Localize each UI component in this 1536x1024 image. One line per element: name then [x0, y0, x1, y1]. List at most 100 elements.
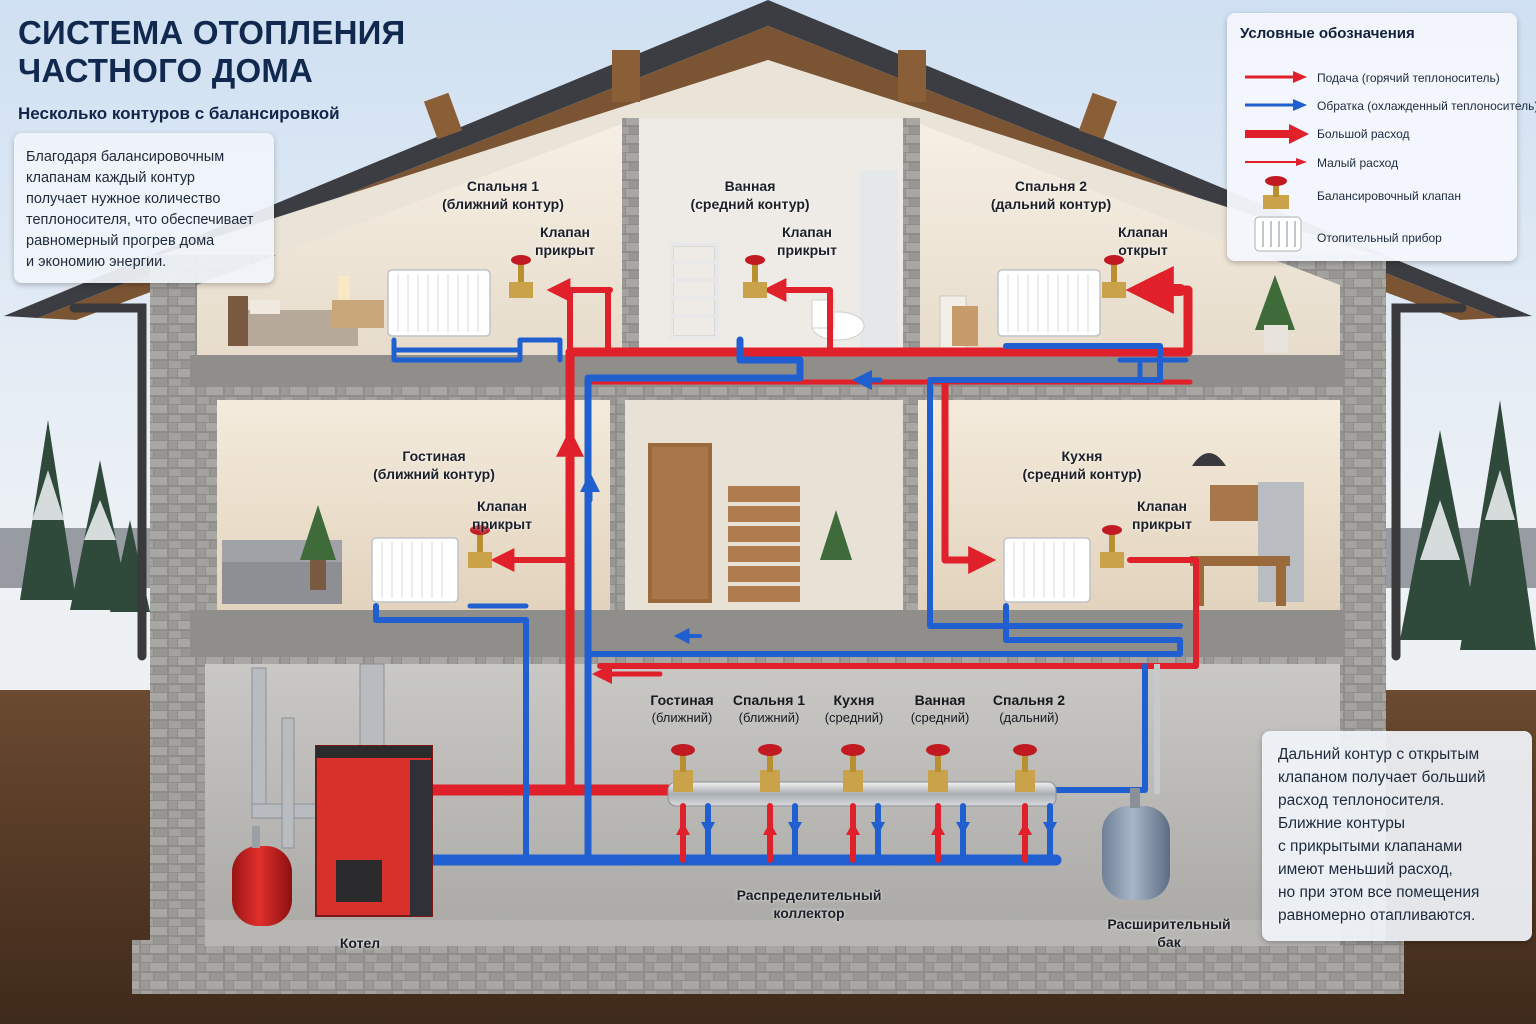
room-circuit: (ближний контур) [442, 196, 564, 212]
legend: Условные обозначения Подача (горячий теп… [1227, 13, 1536, 261]
title-block: СИСТЕМА ОТОПЛЕНИЯ ЧАСТНОГО ДОМА Нескольк… [18, 14, 405, 124]
red-expansion-tank [232, 846, 292, 926]
valve-state-line1: Клапан [1137, 498, 1187, 514]
label-bathroom: Ванная (средний контур) [690, 177, 809, 213]
note-line: и экономию энергии. [26, 254, 167, 270]
room-name: Спальня 2 [1014, 178, 1088, 194]
return-arrow-icon [1245, 99, 1307, 111]
note-line: Благодаря балансировочным [26, 149, 225, 165]
note-line: клапанам каждый контур [26, 170, 195, 186]
valve-state-line2: прикрыт [1132, 516, 1192, 532]
expansion-tank [1102, 806, 1170, 900]
note-line: равномерно отапливаются. [1278, 907, 1476, 924]
note-line: клапаном получает больший [1278, 769, 1486, 786]
note-line: Ближние контуры [1278, 815, 1405, 832]
valve-state-line1: Клапан [782, 224, 832, 240]
manifold-circuit-label: Спальня 1 (ближний) [733, 691, 805, 727]
label-living: Гостиная (ближний контур) [373, 447, 495, 483]
label-manifold: Распределительный коллектор [737, 886, 882, 922]
room-name: Кухня [1061, 448, 1103, 464]
label-kitchen-valve: Клапан прикрыт [1132, 497, 1192, 533]
manifold-circuit-sub: (дальний) [999, 710, 1059, 725]
valve-state-line1: Клапан [540, 224, 590, 240]
label-bedroom2-valve: Клапан открыт [1118, 223, 1168, 259]
tank-label-line1: Расширительный [1107, 916, 1231, 932]
note-line: с прикрытыми клапанами [1278, 838, 1463, 855]
manifold-valves [671, 744, 1037, 792]
manifold-circuit-name: Кухня [833, 692, 875, 708]
legend-item-return: Обратка (охлажденный теплоноситель) [1227, 93, 1536, 119]
room-name: Спальня 1 [466, 178, 540, 194]
legend-label: Подача (горячий теплоноситель) [1317, 71, 1500, 85]
note-line: но при этом все помещения [1278, 884, 1480, 901]
radiator-icon [1254, 216, 1302, 252]
living-furniture [222, 505, 342, 604]
manifold-circuit-label: Ванная (средний) [911, 691, 970, 727]
manifold-label-line2: коллектор [773, 905, 845, 921]
valve-state-line2: открыт [1118, 242, 1168, 258]
label-bedroom1-valve: Клапан прикрыт [535, 223, 595, 259]
manifold-circuit-name: Ванная [914, 692, 966, 708]
note-line: теплоносителя, что обеспечивает [26, 212, 254, 228]
manifold-circuit-sub: (средний) [824, 710, 884, 725]
bedroom2-furniture [939, 275, 1295, 353]
valve-state-line1: Клапан [477, 498, 527, 514]
legend-item-big-flow: Большой расход [1227, 121, 1517, 147]
note-balancing: Благодаря балансировочным клапанам кажды… [14, 133, 274, 283]
manifold-circuit-name: Гостиная [650, 692, 714, 708]
valve-state-line2: прикрыт [535, 242, 595, 258]
downpipes [69, 303, 1467, 661]
legend-label: Отопительный прибор [1317, 231, 1442, 245]
room-name: Гостиная [402, 448, 466, 464]
manifold-circuit-sub: (средний) [910, 710, 970, 725]
room-name: Ванная [724, 178, 776, 194]
manifold-circuit-name: Спальня 1 [732, 692, 806, 708]
legend-item-valve: Балансировочный клапан [1227, 173, 1517, 213]
label-living-valve: Клапан прикрыт [472, 497, 532, 533]
legend-item-supply: Подача (горячий теплоноситель) [1227, 65, 1517, 91]
room-circuit: (средний контур) [690, 196, 810, 212]
room-circuit: (дальний контур) [990, 196, 1112, 212]
note-flow: Дальний контур с открытым клапаном получ… [1262, 731, 1532, 941]
manifold-circuit-label: Гостиная (ближний) [650, 691, 713, 727]
foundation [132, 940, 1404, 994]
bed [228, 276, 384, 346]
manifold-circuit-label: Кухня (средний) [825, 691, 884, 727]
page-subtitle: Несколько контуров с балансировкой [18, 104, 340, 123]
valve-state-line1: Клапан [1118, 224, 1168, 240]
label-bedroom1: Спальня 1 (ближний контур) [442, 177, 564, 213]
flue-pipes [251, 663, 385, 849]
legend-title: Условные обозначения [1240, 25, 1415, 42]
supply-arrow-icon [1245, 71, 1307, 83]
page-title-line2: ЧАСТНОГО ДОМА [18, 52, 314, 89]
floor-slab-lower [190, 610, 1345, 656]
small-flow-arrow-icon [1245, 158, 1307, 166]
label-bedroom2: Спальня 2 (дальний контур) [991, 177, 1111, 213]
manifold-circuit-sub: (ближний) [651, 710, 713, 725]
note-line: имеют меньший расход, [1278, 861, 1453, 878]
legend-label: Балансировочный клапан [1317, 189, 1461, 203]
boiler-label: Котел [339, 935, 381, 951]
legend-label: Большой расход [1317, 127, 1410, 141]
hall-door-stairs [648, 443, 852, 603]
pipe-network [373, 266, 1199, 866]
label-kitchen: Кухня (средний контур) [1022, 447, 1141, 483]
towel-radiator [669, 242, 719, 340]
manifold-circuit-sub: (ближний) [738, 710, 800, 725]
radiators [371, 269, 1101, 603]
legend-item-radiator: Отопительный прибор [1227, 213, 1517, 253]
legend-label: Обратка (охлажденный теплоноситель) [1317, 99, 1536, 113]
legend-label: Малый расход [1317, 156, 1399, 170]
big-flow-arrow-icon [1245, 124, 1309, 144]
label-boiler: Котел [340, 934, 380, 952]
tank-label-line2: бак [1157, 934, 1181, 950]
roof-beams [423, 50, 1118, 140]
balancing-valve-icon [1263, 176, 1289, 209]
manifold-circuit-name: Спальня 2 [992, 692, 1066, 708]
valve-state-line2: прикрыт [777, 242, 837, 258]
label-expansion-tank: Расширительный бак [1107, 915, 1230, 951]
legend-item-small-flow: Малый расход [1227, 150, 1517, 176]
page-title-line1: СИСТЕМА ОТОПЛЕНИЯ [18, 14, 406, 51]
note-line: Дальний контур с открытым [1278, 746, 1480, 763]
